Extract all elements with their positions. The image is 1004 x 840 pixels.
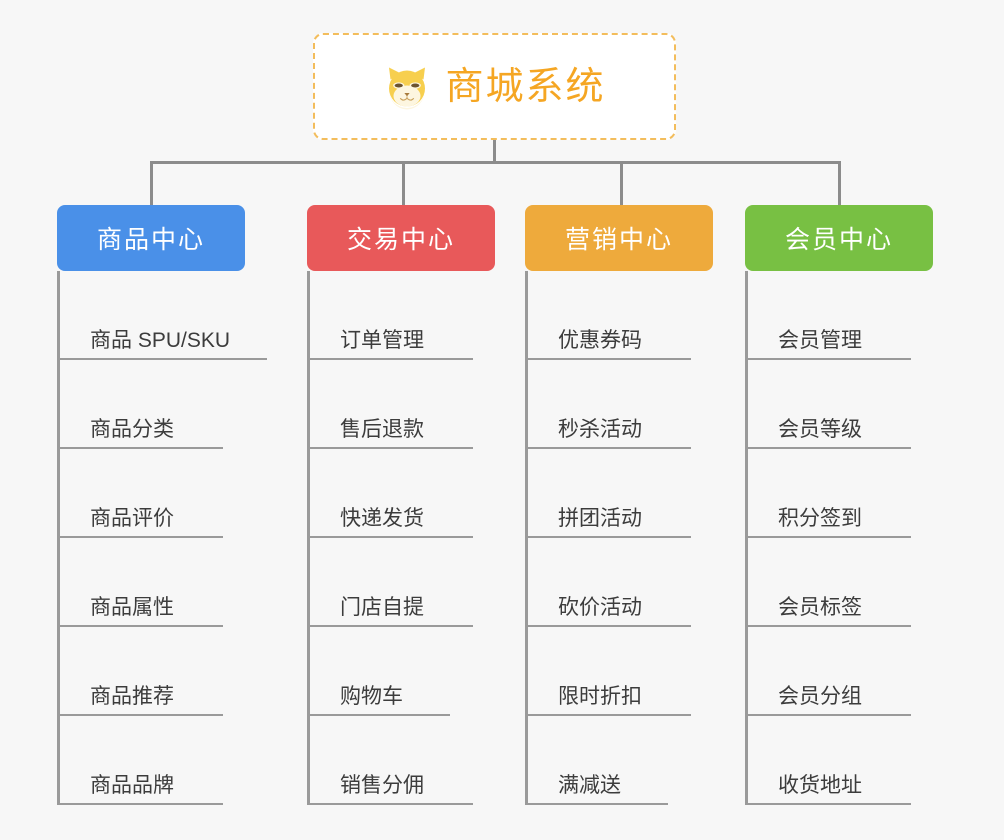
list-item-label: 商品分类 <box>90 417 174 441</box>
list-item[interactable]: 砍价活动 <box>528 538 713 627</box>
list-item-label: 快递发货 <box>340 506 424 530</box>
list-item-underline <box>528 803 668 805</box>
list-item-label: 购物车 <box>340 684 403 708</box>
list-item-label: 拼团活动 <box>558 506 642 530</box>
list-item-underline <box>528 714 691 716</box>
list-item-label: 销售分佣 <box>340 773 424 797</box>
list-item-label: 会员管理 <box>778 328 862 352</box>
list-item-underline <box>60 625 223 627</box>
list-item-label: 会员标签 <box>778 595 862 619</box>
list-item-underline <box>310 447 473 449</box>
list-item-underline <box>748 536 911 538</box>
list-item-label: 收货地址 <box>778 773 862 797</box>
category-header-1[interactable]: 商品中心 <box>57 205 245 271</box>
list-item[interactable]: 商品品牌 <box>60 716 245 805</box>
list-item-label: 优惠券码 <box>558 328 642 352</box>
list-item[interactable]: 优惠券码 <box>528 271 713 360</box>
list-item[interactable]: 销售分佣 <box>310 716 495 805</box>
category-header-2[interactable]: 交易中心 <box>307 205 495 271</box>
item-list-3: 优惠券码秒杀活动拼团活动砍价活动限时折扣满减送 <box>525 271 713 805</box>
category-column-3: 营销中心优惠券码秒杀活动拼团活动砍价活动限时折扣满减送 <box>525 205 713 805</box>
list-item-underline <box>748 714 911 716</box>
category-column-4: 会员中心会员管理会员等级积分签到会员标签会员分组收货地址 <box>745 205 933 805</box>
list-item[interactable]: 商品推荐 <box>60 627 245 716</box>
connector-horizontal-bar <box>150 161 838 164</box>
list-item[interactable]: 积分签到 <box>748 449 933 538</box>
category-column-2: 交易中心订单管理售后退款快递发货门店自提购物车销售分佣 <box>307 205 495 805</box>
list-item-underline <box>748 625 911 627</box>
connector-drop-2 <box>402 161 405 205</box>
list-item-underline <box>310 625 473 627</box>
list-item-label: 商品推荐 <box>90 684 174 708</box>
list-item-underline <box>748 803 911 805</box>
list-item-label: 满减送 <box>558 773 621 797</box>
list-item[interactable]: 快递发货 <box>310 449 495 538</box>
category-header-label: 交易中心 <box>346 226 455 254</box>
list-item-label: 订单管理 <box>340 328 424 352</box>
category-header-label: 营销中心 <box>564 226 673 254</box>
root-node[interactable]: 商城系统 <box>313 33 676 140</box>
connector-drop-4 <box>838 161 841 205</box>
connector-root-stem <box>493 140 496 162</box>
category-column-1: 商品中心商品 SPU/SKU 商品分类商品评价商品属性商品推荐商品品牌 <box>57 205 267 805</box>
list-item-label: 售后退款 <box>340 417 424 441</box>
list-item-label: 会员等级 <box>778 417 862 441</box>
connector-drop-1 <box>150 161 153 205</box>
list-item-label: 砍价活动 <box>558 595 642 619</box>
item-list-2: 订单管理售后退款快递发货门店自提购物车销售分佣 <box>307 271 495 805</box>
shiba-dog-icon <box>389 67 426 109</box>
list-item-underline <box>60 536 223 538</box>
list-item[interactable]: 门店自提 <box>310 538 495 627</box>
list-item-underline <box>310 803 473 805</box>
list-item-label: 会员分组 <box>778 684 862 708</box>
category-header-4[interactable]: 会员中心 <box>745 205 933 271</box>
list-item-underline <box>60 714 223 716</box>
category-header-label: 会员中心 <box>784 226 893 254</box>
category-header-label: 商品中心 <box>96 226 205 254</box>
list-item-underline <box>528 358 691 360</box>
list-item-label: 门店自提 <box>340 595 424 619</box>
list-item-underline <box>748 447 911 449</box>
list-item-label: 商品评价 <box>90 506 174 530</box>
list-item-underline <box>60 358 267 360</box>
category-header-3[interactable]: 营销中心 <box>525 205 713 271</box>
list-item-underline <box>310 714 450 716</box>
list-item[interactable]: 购物车 <box>310 627 495 716</box>
list-item-label: 商品属性 <box>90 595 174 619</box>
list-item-underline <box>60 803 223 805</box>
list-item-label: 限时折扣 <box>558 684 642 708</box>
list-item[interactable]: 满减送 <box>528 716 713 805</box>
list-item[interactable]: 售后退款 <box>310 360 495 449</box>
list-item[interactable]: 商品分类 <box>60 360 245 449</box>
list-item[interactable]: 商品属性 <box>60 538 245 627</box>
list-item-underline <box>528 536 691 538</box>
list-item[interactable]: 订单管理 <box>310 271 495 360</box>
list-item[interactable]: 会员管理 <box>748 271 933 360</box>
item-list-1: 商品 SPU/SKU 商品分类商品评价商品属性商品推荐商品品牌 <box>57 271 267 805</box>
list-item-underline <box>528 625 691 627</box>
list-item-underline <box>528 447 691 449</box>
list-item[interactable]: 会员标签 <box>748 538 933 627</box>
connector-drop-3 <box>620 161 623 205</box>
list-item-label: 秒杀活动 <box>558 417 642 441</box>
list-item-underline <box>60 447 223 449</box>
list-item-label: 积分签到 <box>778 506 862 530</box>
list-item-label: 商品品牌 <box>90 773 174 797</box>
list-item[interactable]: 限时折扣 <box>528 627 713 716</box>
list-item-underline <box>310 358 473 360</box>
list-item-label: 商品 SPU/SKU <box>90 328 231 352</box>
list-item[interactable]: 商品 SPU/SKU <box>60 271 267 360</box>
list-item[interactable]: 会员分组 <box>748 627 933 716</box>
list-item[interactable]: 商品评价 <box>60 449 245 538</box>
list-item[interactable]: 拼团活动 <box>528 449 713 538</box>
list-item-underline <box>748 358 911 360</box>
item-list-4: 会员管理会员等级积分签到会员标签会员分组收货地址 <box>745 271 933 805</box>
list-item[interactable]: 秒杀活动 <box>528 360 713 449</box>
list-item[interactable]: 会员等级 <box>748 360 933 449</box>
list-item[interactable]: 收货地址 <box>748 716 933 805</box>
list-item-underline <box>310 536 473 538</box>
root-title: 商城系统 <box>445 65 606 108</box>
